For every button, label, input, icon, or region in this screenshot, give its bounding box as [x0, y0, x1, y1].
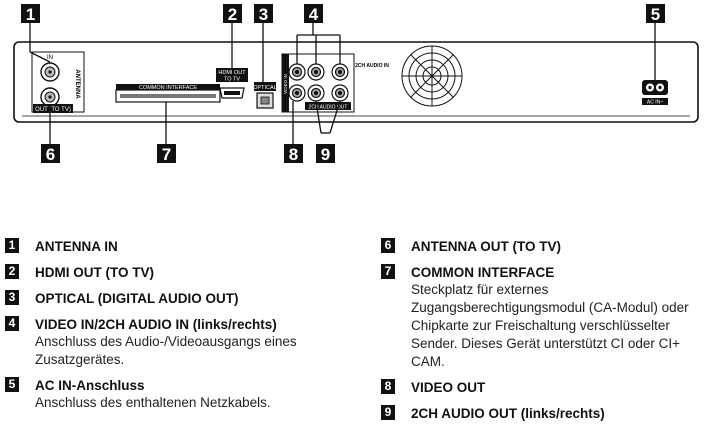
fan-grille — [401, 45, 463, 107]
callout-8: 8 — [284, 144, 303, 164]
callout-1: 1 — [21, 4, 40, 24]
legend-title: AC IN-Anschluss — [35, 378, 145, 393]
legend-number: 9 — [381, 405, 395, 420]
hdmi-to-tv-label: TO TV — [224, 77, 240, 83]
common-interface-slot: COMMON INTERFACE — [115, 84, 221, 103]
legend-title: COMMON INTERFACE — [411, 265, 555, 280]
hdmi-out-connector: HDMI OUT TO TV — [216, 68, 248, 99]
svg-text:6: 6 — [46, 145, 55, 164]
legend-item-4: 4 VIDEO IN/2CH AUDIO IN (links/rechts) A… — [5, 316, 345, 369]
legend-left: 1 ANTENNA IN 2 HDMI OUT (TO TV) 3 OPTICA… — [5, 238, 345, 412]
ac-in-connector: AC IN~ — [642, 80, 668, 106]
legend-description: Steckplatz für externes Zugangsberechtig… — [411, 282, 689, 369]
legend-item-3: 3 OPTICAL (DIGITAL AUDIO OUT) — [5, 290, 345, 307]
legend-description: Anschluss des Audio-/Videoausgangs eines… — [35, 334, 297, 367]
legend-number: 2 — [5, 264, 19, 279]
svg-text:1: 1 — [26, 5, 35, 24]
callout-9: 9 — [316, 144, 335, 164]
legend-title: HDMI OUT (TO TV) — [35, 265, 154, 280]
antenna-connectors: IN ANTENNA OUT (TO TV) — [31, 51, 85, 113]
svg-text:7: 7 — [162, 145, 171, 164]
legend-description: Anschluss des enthaltenen Netzkabels. — [35, 395, 271, 410]
legend-item-8: 8 VIDEO OUT — [381, 379, 716, 396]
callout-3: 3 — [254, 4, 273, 24]
legend-right: 6 ANTENNA OUT (TO TV) 7 COMMON INTERFACE… — [381, 238, 716, 422]
svg-text:2: 2 — [228, 5, 237, 24]
legend-number: 1 — [5, 238, 19, 253]
callout-5: 5 — [646, 4, 665, 24]
legend-item-2: 2 HDMI OUT (TO TV) — [5, 264, 345, 281]
audio-in-label: 2CH AUDIO IN — [355, 63, 389, 69]
ac-in-label: AC IN~ — [647, 100, 663, 106]
svg-text:4: 4 — [309, 5, 319, 24]
legend-number: 8 — [381, 379, 395, 394]
callout-7: 7 — [157, 144, 176, 164]
legend-title: VIDEO IN/2CH AUDIO IN (links/rechts) — [35, 317, 277, 332]
legend-number: 6 — [381, 238, 395, 253]
legend-item-6: 6 ANTENNA OUT (TO TV) — [381, 238, 716, 255]
legend-title: VIDEO OUT — [411, 380, 486, 395]
legend-number: 7 — [381, 264, 395, 279]
svg-text:5: 5 — [651, 5, 660, 24]
svg-text:9: 9 — [321, 145, 330, 164]
video-in-label: VIDEO IN — [283, 74, 288, 94]
callout-2: 2 — [223, 4, 242, 24]
legend-number: 5 — [5, 377, 19, 392]
rear-panel-diagram: IN ANTENNA OUT (TO TV) COMMON INTERFACE … — [13, 4, 699, 164]
legend-number: 3 — [5, 290, 19, 305]
legend-title: OPTICAL (DIGITAL AUDIO OUT) — [35, 291, 239, 306]
legend-item-9: 9 2CH AUDIO OUT (links/rechts) — [381, 405, 716, 422]
callout-6: 6 — [41, 144, 60, 164]
av-connectors: VIDEO IN 2CH AUDIO IN 2CH AUDIO OUT — [281, 53, 389, 113]
svg-text:8: 8 — [289, 145, 298, 164]
legend-title: ANTENNA IN — [35, 239, 118, 254]
optical-connector: OPTICAL — [253, 82, 277, 109]
legend-title: 2CH AUDIO OUT (links/rechts) — [411, 406, 605, 421]
antenna-out-label: OUT (TO TV) — [35, 107, 71, 113]
svg-text:3: 3 — [259, 5, 268, 24]
legend-title: ANTENNA OUT (TO TV) — [411, 239, 561, 254]
common-interface-label: COMMON INTERFACE — [139, 85, 197, 91]
callout-4: 4 — [304, 4, 323, 24]
legend-item-5: 5 AC IN-Anschluss Anschluss des enthalte… — [5, 377, 345, 412]
device-rear-panel — [13, 41, 699, 123]
optical-label: OPTICAL — [253, 85, 277, 91]
antenna-in-label: IN — [47, 55, 53, 61]
audio-out-label: 2CH AUDIO OUT — [309, 105, 348, 111]
legend-number: 4 — [5, 316, 19, 331]
legend-item-7: 7 COMMON INTERFACE Steckplatz für extern… — [381, 264, 716, 371]
antenna-label: ANTENNA — [74, 69, 80, 99]
hdmi-out-label: HDMI OUT — [218, 70, 246, 76]
legend-item-1: 1 ANTENNA IN — [5, 238, 345, 255]
